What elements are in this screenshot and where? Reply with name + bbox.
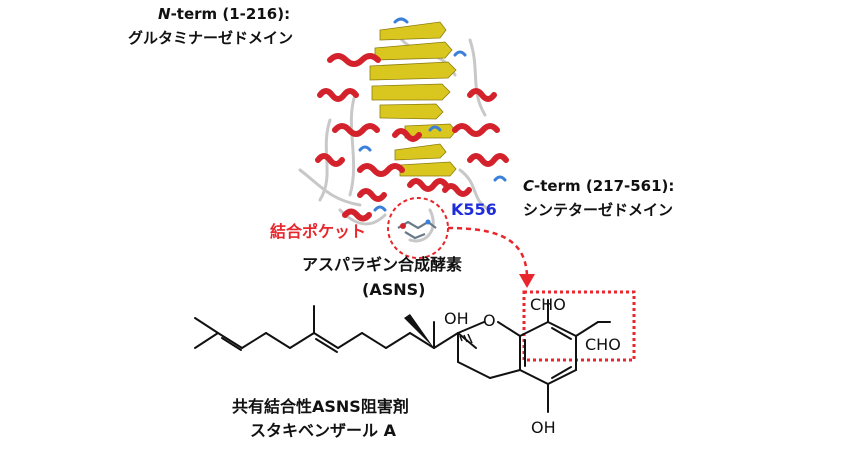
caption-line1: 共有結合性ASNS阻害剤 <box>232 397 409 416</box>
pocket-label: 結合ポケット <box>270 222 367 241</box>
stereo-hash <box>459 333 473 344</box>
n-term-range: -term (1-216): <box>170 5 291 23</box>
protein-sheets <box>369 21 457 177</box>
c-term-range: -term (217-561): <box>534 177 675 195</box>
n-term-domain: グルタミナーゼドメイン <box>128 29 294 47</box>
atom-oh-top: OH <box>444 309 469 328</box>
pocket-arrow <box>447 226 529 276</box>
protein-helices <box>315 53 509 222</box>
n-term-prefix: N <box>158 5 171 23</box>
protein-turns <box>358 17 507 212</box>
stachybenzal-structure <box>194 299 611 413</box>
atom-o-ring: O <box>483 311 496 330</box>
c-term-label: C-term (217-561): <box>523 176 674 196</box>
caption-line2: スタキベンザール A <box>250 421 396 440</box>
c-term-prefix: C <box>523 177 535 195</box>
residue-label: K556 <box>451 200 497 219</box>
aldehyde-highlight-box <box>522 290 636 362</box>
atom-cho-1: CHO <box>530 295 566 314</box>
stereo-wedge-methyl <box>404 314 434 348</box>
atom-oh-bottom: OH <box>531 418 556 437</box>
atom-cho-2: CHO <box>585 335 621 354</box>
c-term-domain: シンテターゼドメイン <box>523 201 674 219</box>
pocket-arrow-head <box>519 274 535 288</box>
enzyme-abbr: (ASNS) <box>362 280 426 299</box>
n-term-label: N-term (1-216): <box>158 4 290 24</box>
enzyme-name: アスパラギン合成酵素 <box>302 255 463 274</box>
